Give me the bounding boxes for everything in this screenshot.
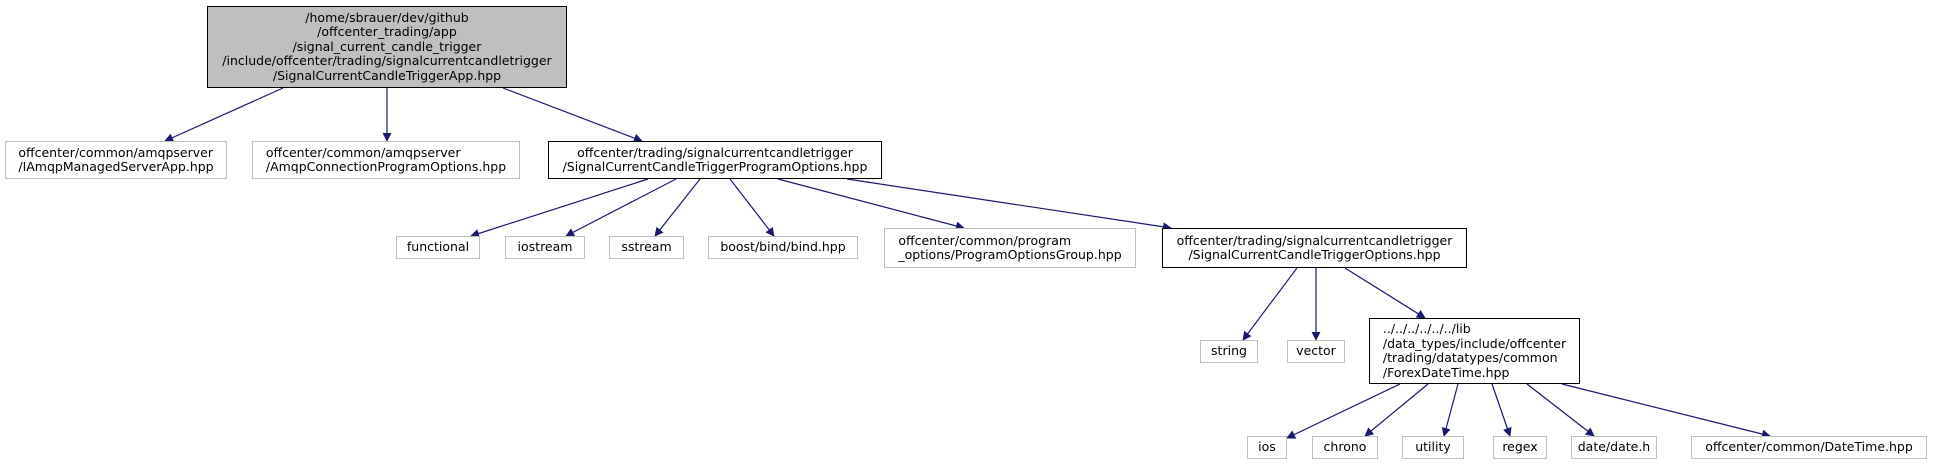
- program-options-group-node: offcenter/common/program _options/Progra…: [884, 228, 1136, 268]
- edge-forexdt-to-regex: [1491, 383, 1512, 437]
- root-file-label: /home/sbrauer/dev/github /offcenter_trad…: [222, 9, 552, 83]
- edge-forexdt-to-commondt: [1561, 383, 1771, 439]
- iostream-header-label: iostream: [517, 239, 573, 255]
- boost-bind-header-label: boost/bind/bind.hpp: [720, 239, 846, 255]
- signal-trigger-program-options-node[interactable]: offcenter/trading/signalcurrentcandletri…: [548, 141, 882, 179]
- utility-header-node: utility: [1402, 436, 1464, 459]
- edge-triggeropts-to-string: [1242, 267, 1298, 341]
- iamqp-managed-server-app-node: offcenter/common/amqpserver /IAmqpManage…: [5, 141, 227, 179]
- edge-progopts-to-iostream: [565, 178, 677, 237]
- string-header-node: string: [1200, 340, 1258, 363]
- forex-date-time-node[interactable]: ../../../../../../lib /data_types/includ…: [1369, 318, 1580, 384]
- string-header-label: string: [1211, 343, 1247, 359]
- edge-progopts-to-functional: [470, 178, 649, 238]
- common-date-time-node: offcenter/common/DateTime.hpp: [1691, 436, 1927, 459]
- signal-trigger-program-options-label: offcenter/trading/signalcurrentcandletri…: [562, 144, 868, 174]
- ios-header-node: ios: [1247, 436, 1287, 459]
- iostream-header-node: iostream: [505, 236, 585, 259]
- edge-forexdt-to-chrono: [1364, 383, 1429, 437]
- edge-root-to-iamqp: [164, 87, 284, 142]
- edge-triggeropts-to-forexdt: [1344, 267, 1426, 319]
- edge-forexdt-to-utility: [1441, 383, 1459, 437]
- regex-header-label: regex: [1502, 439, 1538, 455]
- program-options-group-label: offcenter/common/program _options/Progra…: [898, 232, 1122, 262]
- iamqp-managed-server-app-label: offcenter/common/amqpserver /IAmqpManage…: [18, 144, 214, 174]
- boost-bind-header-node: boost/bind/bind.hpp: [708, 236, 858, 259]
- regex-header-node: regex: [1493, 436, 1547, 459]
- signal-trigger-options-node[interactable]: offcenter/trading/signalcurrentcandletri…: [1162, 228, 1467, 268]
- root-file-node: /home/sbrauer/dev/github /offcenter_trad…: [207, 6, 567, 88]
- signal-trigger-options-label: offcenter/trading/signalcurrentcandletri…: [1176, 232, 1453, 262]
- edge-root-to-progopts: [502, 87, 643, 143]
- edge-progopts-to-triggeropts: [846, 178, 1172, 232]
- vector-header-node: vector: [1287, 340, 1345, 363]
- forex-date-time-label: ../../../../../../lib /data_types/includ…: [1382, 321, 1567, 380]
- functional-header-label: functional: [406, 239, 470, 255]
- functional-header-node: functional: [396, 236, 480, 259]
- vector-header-label: vector: [1296, 343, 1336, 359]
- sstream-header-label: sstream: [621, 239, 672, 255]
- edge-progopts-to-optgroup: [777, 178, 965, 231]
- edge-progopts-to-boostbind: [729, 178, 775, 237]
- date-date-header-label: date/date.h: [1577, 439, 1651, 455]
- chrono-header-node: chrono: [1312, 436, 1378, 459]
- edge-forexdt-to-datedate: [1526, 383, 1595, 437]
- edge-forexdt-to-ios: [1286, 383, 1401, 439]
- ios-header-label: ios: [1258, 439, 1276, 455]
- edge-progopts-to-sstream: [654, 178, 701, 237]
- common-date-time-label: offcenter/common/DateTime.hpp: [1705, 439, 1913, 455]
- utility-header-label: utility: [1415, 439, 1451, 455]
- date-date-header-node: date/date.h: [1571, 436, 1657, 459]
- chrono-header-label: chrono: [1323, 439, 1367, 455]
- amqp-connection-program-options-node: offcenter/common/amqpserver /AmqpConnect…: [252, 141, 520, 179]
- amqp-connection-program-options-label: offcenter/common/amqpserver /AmqpConnect…: [265, 144, 507, 174]
- sstream-header-node: sstream: [609, 236, 684, 259]
